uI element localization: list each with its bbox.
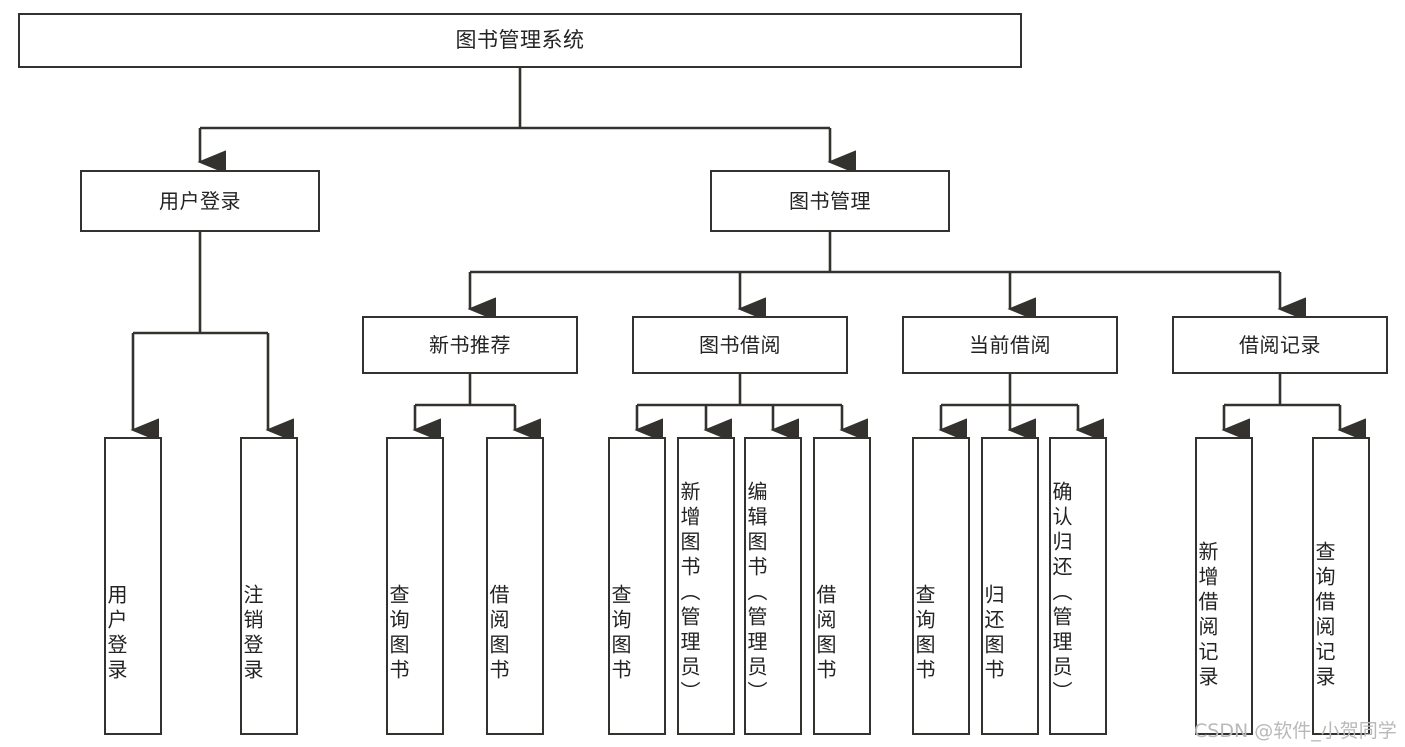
node-label: 借阅图书 — [813, 583, 837, 684]
leaf-borrow-book[interactable]: 借阅图书 — [813, 437, 871, 735]
node-book-borrow[interactable]: 图书借阅 — [632, 316, 848, 374]
leaf-query-book-borrow[interactable]: 查询图书 — [608, 437, 666, 735]
node-label: 图书管理 — [789, 188, 871, 213]
node-label: 确认归还（管理员） — [1049, 480, 1073, 706]
leaf-borrow-book-recommend[interactable]: 借阅图书 — [486, 437, 544, 735]
node-label: 查询图书 — [912, 583, 936, 684]
node-label: 新增借阅记录 — [1195, 541, 1219, 691]
node-label: 查询图书 — [386, 583, 410, 684]
node-label: 用户登录 — [104, 583, 128, 684]
leaf-add-borrow-record[interactable]: 新增借阅记录 — [1195, 437, 1253, 735]
node-label: 图书管理系统 — [455, 27, 585, 52]
node-label: 编辑图书（管理员） — [744, 480, 768, 706]
node-new-book-recommend[interactable]: 新书推荐 — [362, 316, 578, 374]
node-label: 归还图书 — [981, 583, 1005, 684]
csdn-watermark: CSDN @软件_小贺同学 — [1194, 720, 1397, 742]
node-book-manage[interactable]: 图书管理 — [710, 170, 950, 232]
node-borrow-record[interactable]: 借阅记录 — [1172, 316, 1388, 374]
leaf-query-book-current[interactable]: 查询图书 — [912, 437, 970, 735]
leaf-edit-book-admin[interactable]: 编辑图书（管理员） — [744, 437, 802, 735]
node-current-borrow[interactable]: 当前借阅 — [902, 316, 1118, 374]
leaf-confirm-return-admin[interactable]: 确认归还（管理员） — [1049, 437, 1107, 735]
node-label: 查询图书 — [608, 583, 632, 684]
node-label: 查询借阅记录 — [1312, 541, 1336, 691]
leaf-logout-login[interactable]: 注销登录 — [240, 437, 298, 735]
leaf-query-borrow-record[interactable]: 查询借阅记录 — [1312, 437, 1370, 735]
node-label: 图书借阅 — [699, 332, 781, 357]
node-label: 借阅记录 — [1239, 332, 1321, 357]
node-label: 注销登录 — [240, 583, 264, 684]
node-root-system[interactable]: 图书管理系统 — [18, 13, 1022, 68]
node-label: 用户登录 — [159, 188, 241, 213]
node-user-login[interactable]: 用户登录 — [80, 170, 320, 232]
leaf-return-book[interactable]: 归还图书 — [981, 437, 1039, 735]
node-label: 当前借阅 — [969, 332, 1051, 357]
node-label: 借阅图书 — [486, 583, 510, 684]
node-label: 新书推荐 — [429, 332, 511, 357]
leaf-user-login[interactable]: 用户登录 — [104, 437, 162, 735]
leaf-query-book-recommend[interactable]: 查询图书 — [386, 437, 444, 735]
leaf-add-book-admin[interactable]: 新增图书（管理员） — [677, 437, 735, 735]
node-label: 新增图书（管理员） — [677, 480, 701, 706]
